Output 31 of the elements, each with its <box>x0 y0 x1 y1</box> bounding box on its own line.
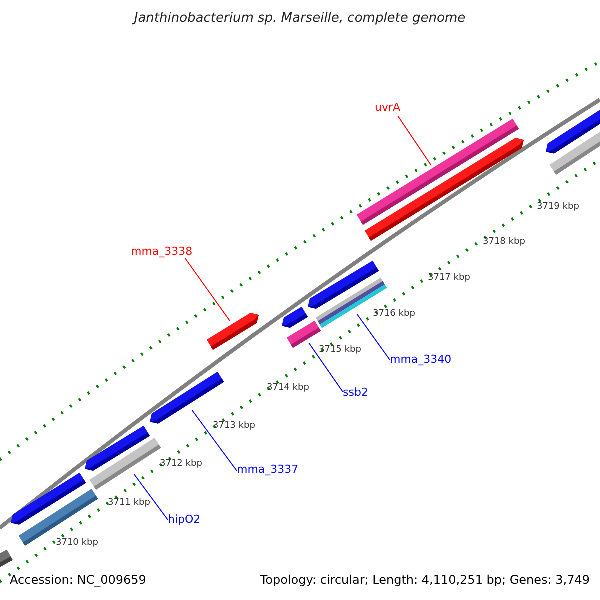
gene-label: hipO2 <box>168 513 201 526</box>
position-label: 3712 kbp <box>160 459 202 470</box>
gene-bar <box>286 320 322 348</box>
position-label: 3713 kbp <box>213 421 256 432</box>
gene-label: uvrA <box>375 101 401 114</box>
position-label: 3718 kbp <box>483 237 526 248</box>
gene-bar <box>18 489 98 546</box>
position-label: 3711 kbp <box>108 498 150 509</box>
gene-bar <box>550 131 600 175</box>
position-label: 3719 kbp <box>537 202 580 213</box>
accession-label: Accession: NC_009659 <box>10 573 146 588</box>
leader-line <box>134 474 168 520</box>
genome-summary: Topology: circular; Length: 4,110,251 bp; Genes: 3,749 <box>260 573 590 588</box>
position-label: 3715 kbp <box>319 345 362 356</box>
position-label: 3710 kbp <box>56 538 98 549</box>
gene-label: ssb2 <box>343 386 368 399</box>
gene-bar <box>90 438 162 490</box>
leader-line <box>356 314 390 360</box>
gene-label: mma_3338 <box>131 245 193 258</box>
leader-line <box>192 410 238 472</box>
position-label: 3717 kbp <box>428 273 470 284</box>
leader-line <box>308 342 344 392</box>
gene-label: mma_3337 <box>237 463 299 476</box>
gene-bar <box>206 313 259 350</box>
gene-label: mma_3340 <box>390 353 452 366</box>
leader-line <box>184 258 230 322</box>
position-label: 3716 kbp <box>373 309 416 320</box>
leader-line <box>398 116 432 166</box>
gene-bar <box>282 306 308 328</box>
diagram-title: Janthinobacterium sp. Marseille, complete genome <box>134 10 466 28</box>
position-label: 3714 kbp <box>267 383 310 394</box>
